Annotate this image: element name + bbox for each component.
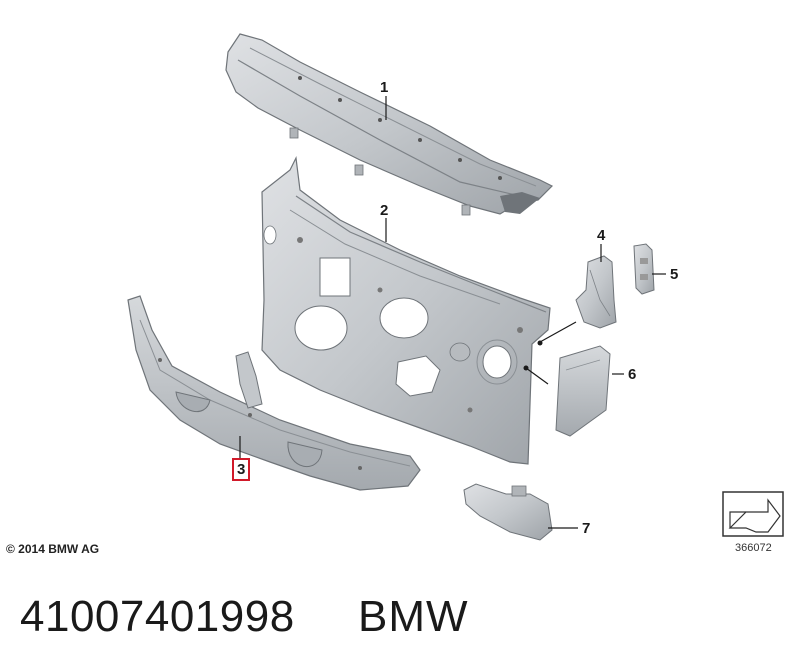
part-number: 41007401998: [20, 592, 295, 641]
callout-6: 6: [628, 366, 637, 383]
part-7-support-bracket: [463, 483, 553, 541]
callout-5: 5: [670, 266, 679, 283]
callout-3: 3: [232, 458, 251, 481]
callout-1: 1: [380, 79, 389, 96]
part-4-bracket: [575, 255, 617, 329]
part-3-lower-cross-member: [127, 295, 421, 491]
part-6-cover-plate: [555, 345, 611, 437]
arrow-on-box-icon: [722, 491, 784, 537]
reference-code: 366072: [735, 542, 772, 554]
leader-2-to-4: [539, 321, 577, 343]
brand-name: BMW: [358, 592, 469, 641]
callout-2: 2: [380, 202, 389, 219]
copyright-text: © 2014 BMW AG: [6, 542, 100, 556]
part-1-cowl-panel: [225, 33, 554, 216]
part-2-bulkhead-panel: [261, 155, 551, 465]
leader-lines: [239, 96, 666, 529]
leader-2-to-6: [525, 367, 549, 385]
leader-dot-6: [523, 365, 529, 371]
part-5-small-bracket: [633, 243, 655, 295]
callout-4: 4: [597, 227, 606, 244]
leader-dot-4: [537, 340, 543, 346]
callout-7: 7: [582, 520, 591, 537]
